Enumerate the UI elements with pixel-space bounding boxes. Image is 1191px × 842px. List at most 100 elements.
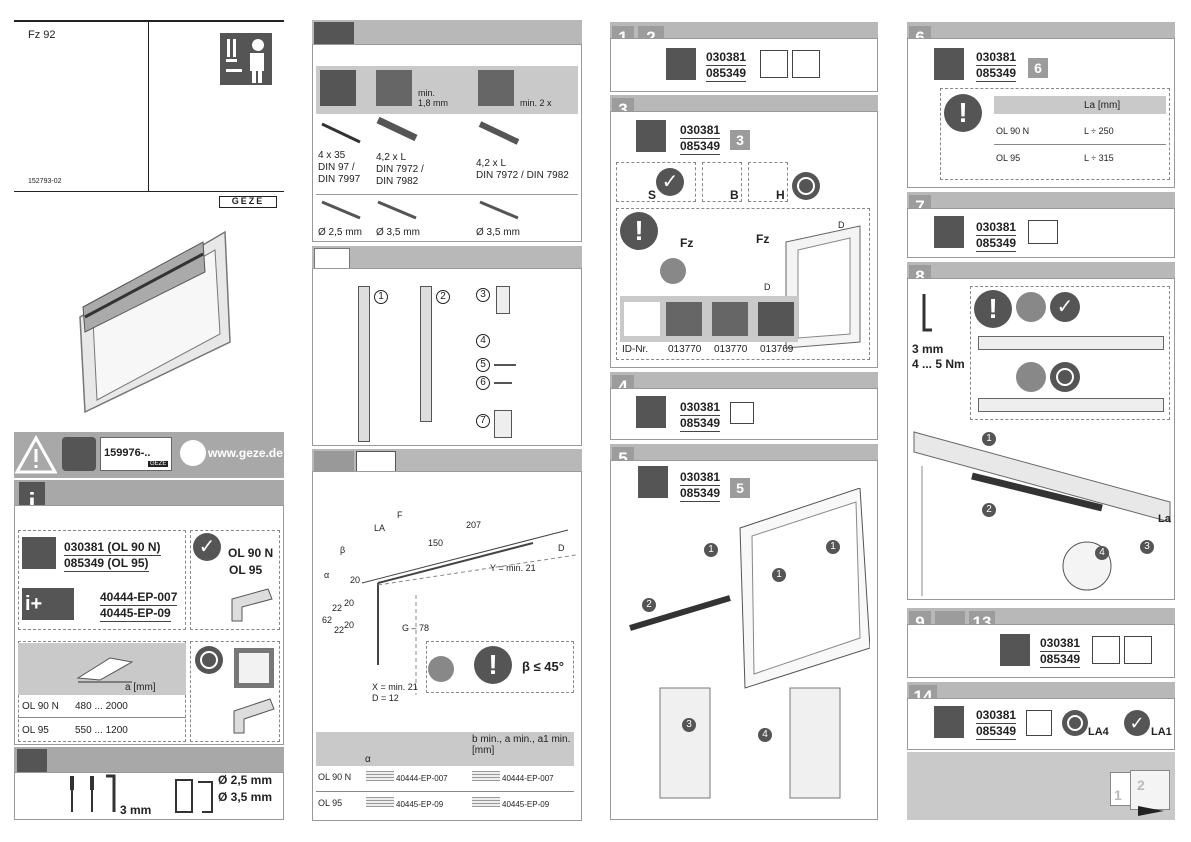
geze-logo: GEZE: [219, 196, 277, 208]
page-2-tab[interactable]: 2: [1130, 770, 1170, 810]
website-link[interactable]: www.geze.de: [208, 446, 283, 460]
step5-codes: 030381 085349: [680, 470, 721, 502]
step4-part-icon: [730, 402, 754, 424]
type-b-label: B: [730, 188, 739, 202]
drill-2: Ø 3,5 mm: [376, 227, 420, 238]
dim-alpha: α: [324, 570, 330, 580]
step8-rail-2: [978, 398, 1164, 412]
range-row2-model: OL 95: [22, 725, 49, 736]
step5-code-1: 030381: [680, 470, 721, 486]
dims-row-divider: [316, 791, 574, 792]
dim-22b: 22: [334, 625, 345, 635]
dim-y: Y = min. 21: [490, 563, 536, 573]
parts-header: [312, 246, 582, 268]
step3-code-2: 085349: [680, 139, 721, 155]
range-row1-val: 480 ... 2000: [75, 701, 128, 712]
part-3-num: 3: [476, 288, 490, 302]
id-label: ID-Nr.: [622, 344, 649, 355]
step9-icon-2: [1124, 636, 1152, 664]
bottom-rule: [14, 191, 284, 192]
code-ol95: 085349 (OL 95): [64, 556, 149, 572]
step14-frame-icon: [1026, 710, 1052, 736]
drill-bits-icon: [175, 779, 213, 813]
step12-frame-icon: [760, 50, 788, 78]
dims-row1-model: OL 90 N: [318, 772, 352, 782]
forbidden-icon: [195, 646, 223, 674]
step3-badge: 3: [730, 130, 750, 150]
step8-check-box: [970, 286, 1170, 420]
bracket-illustration: [231, 588, 273, 622]
min-value: 1,8 mm: [418, 98, 449, 108]
drill-3: Ø 3,5 mm: [476, 227, 520, 238]
material-strip: [316, 66, 578, 114]
step12-code-1: 030381: [706, 50, 747, 66]
step12-arm-icon: [792, 50, 820, 78]
step6-badge: 6: [1028, 58, 1048, 78]
window-illustration: [79, 230, 231, 414]
min-label: min.: [418, 88, 436, 98]
step6-row2-model: OL 95: [996, 153, 1021, 163]
part-1-rail: [358, 286, 370, 442]
screw-2-line-3: DIN 7982: [376, 176, 419, 187]
tool-size: 3 mm: [120, 803, 152, 817]
step8-num-3: 3: [1140, 540, 1154, 554]
range-illustration: [76, 657, 134, 683]
step8-num-2: 2: [982, 503, 996, 517]
dim-beta: β: [340, 545, 346, 555]
dim-150: 150: [428, 538, 444, 548]
model-90n: OL 90 N: [228, 546, 274, 560]
drill-3-icon: [479, 200, 519, 220]
id-rail-icon: [624, 302, 660, 336]
part-6-icon: [494, 382, 512, 384]
step4-codes: 030381 085349: [680, 400, 721, 432]
step7-code-2: 085349: [976, 236, 1017, 252]
step12-code-2: 085349: [706, 66, 747, 82]
top-rule: [14, 20, 284, 22]
screws-divider: [316, 194, 578, 195]
info-codes: 030381 (OL 90 N) 085349 (OL 95): [64, 540, 161, 572]
dim-la: LA: [374, 523, 386, 533]
screw-1-line-1: 4 x 35: [318, 150, 346, 161]
step14-codes: 030381 085349: [976, 708, 1017, 740]
step6-code-1: 030381: [976, 50, 1017, 66]
screw-1-icon: [321, 122, 361, 144]
step3-code-1: 030381: [680, 123, 721, 139]
step4-code-2: 085349: [680, 416, 721, 432]
dim-20c: 20: [344, 620, 355, 630]
id-hollow-icon: [712, 302, 748, 336]
dim-62: 62: [322, 615, 333, 625]
step14-header: [907, 682, 1175, 700]
step5-badge: 5: [730, 478, 750, 498]
step5-code-2: 085349: [680, 486, 721, 502]
warning-brand: GEZE: [148, 461, 169, 467]
info-header: [14, 480, 284, 506]
type-b-box: [702, 162, 742, 202]
screw-1-line-2: DIN 97 /: [318, 162, 355, 173]
hex-key-icon: [922, 294, 932, 332]
acc-code-1: 40444-EP-007: [100, 590, 178, 606]
step9-manual-icon: [1000, 634, 1030, 666]
dims-row2-b: 40445-EP-09: [502, 800, 550, 809]
tools-header: [14, 747, 284, 773]
step9-icon-1: [1092, 636, 1120, 664]
step12-manual-icon: [666, 48, 696, 80]
step5-header: [610, 444, 878, 462]
type-s-box: [616, 162, 696, 202]
step6-table-head: [994, 96, 1166, 114]
dim-d: D: [558, 543, 565, 553]
part-4-num: 4: [476, 334, 490, 348]
step6-manual-icon: [934, 48, 964, 80]
fz-corner-icon: [660, 258, 686, 284]
codes-dashbox: [18, 530, 186, 630]
id-1: 013770: [668, 344, 702, 355]
dim-20a: 20: [350, 575, 361, 585]
screwdriver-icons: [70, 774, 116, 812]
parts-box: [312, 268, 582, 446]
dim-d12: D = 12: [372, 693, 399, 703]
step8-rail-1: [978, 336, 1164, 350]
step4-code-1: 030381: [680, 400, 721, 416]
step3-header: [610, 95, 878, 113]
range-row1-model: OL 90 N: [22, 701, 59, 712]
step5-drawing: [629, 488, 870, 799]
step6-table-box: [940, 88, 1170, 180]
